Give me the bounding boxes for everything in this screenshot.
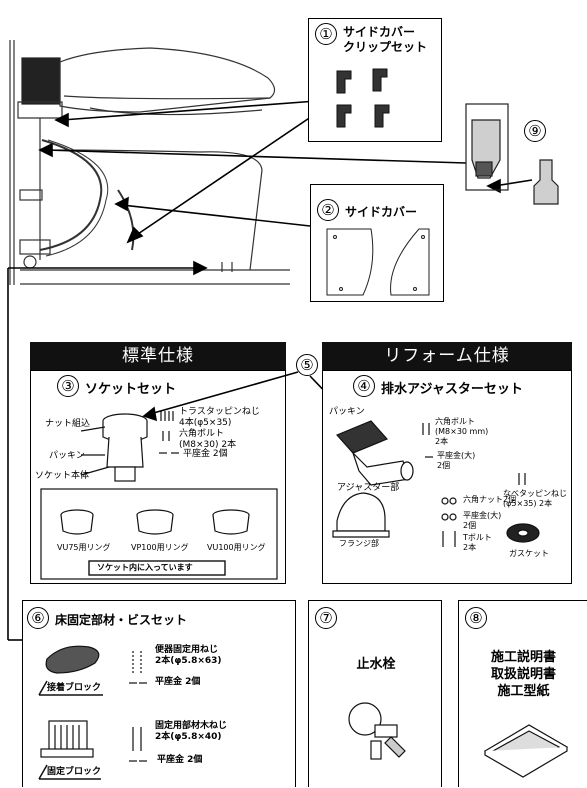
item-8-number: ⑧ [465,607,487,629]
item-1-title: サイドカバー クリップセット [343,25,428,54]
adjuster-label-washer-large: 平座金(大)2個 [437,451,476,470]
socket-illustration [40,411,278,580]
floor-label-adhesive-block: 接着ブロック [47,683,102,693]
box-manuals: ⑧ 施工説明書 取扱説明書 施工型紙 [458,600,587,787]
box-drain-adjuster-set: ④ 排水アジャスターセット パッキン アジャスター部 六角ボルト(M8×30 m… [322,370,572,584]
item-9-number: ⑨ [524,120,546,142]
adjuster-illustration [332,420,540,547]
adjuster-label-flange: フランジ部 [339,539,379,548]
adjuster-label-part: アジャスター部 [337,483,400,493]
floor-fix-illustration [38,645,147,780]
adjuster-label-washer-large-b: 平座金(大)2個 [463,511,502,530]
side-cover-illustration [326,228,430,296]
socket-label-nut: ナット組込 [45,419,91,429]
item-7-title: 止水栓 [356,657,396,672]
box-side-cover: ② サイドカバー [310,184,444,302]
valve-illustration [348,702,406,760]
floor-label-washer-1: 平座金 2個 [155,677,201,687]
manual-illustration [483,724,569,778]
header-reform: リフォーム仕様 [322,342,572,370]
socket-label-washer: 平座金 2個 [183,449,228,459]
item-6-number: ⑥ [27,607,49,629]
item-3-number: ③ [57,375,79,397]
item-6-title: 床固定部材・ビスセット [55,613,188,627]
clip-illustration [336,68,390,128]
adjuster-label-packing: パッキン [329,407,365,417]
ring-caption: ソケット内に入っています [97,563,193,572]
item-8-title: 施工説明書 取扱説明書 施工型紙 [490,650,556,699]
adjuster-label-pan-screw: なべタッピンねじ(φ5×35) 2本 [503,489,567,508]
socket-label-hex-bolt: 六角ボルト(M8×30) 2本 [179,429,237,450]
box-socket-set: ③ ソケットセット ナット組込 パッキン ソケット本体 トラスタッピ [30,370,286,584]
floor-label-washer-2: 平座金 2個 [157,755,203,765]
socket-label-body: ソケット本体 [35,471,90,481]
item-2-number: ② [317,199,339,221]
item-1-number: ① [315,23,337,45]
header-standard: 標準仕様 [30,342,286,370]
adjuster-label-hex-nut: 六角ナット2個 [463,495,517,504]
box-side-cover-clip-set: ① サイドカバー クリップセット [308,18,442,142]
item-4-number: ④ [353,375,375,397]
floor-label-fixing-block: 固定ブロック [47,767,102,777]
adjuster-label-hex-bolt: 六角ボルト(M8×30 mm)2本 [435,417,489,446]
item-4-title: 排水アジャスターセット [381,382,523,397]
ring-label-vu75: VU75用リング [57,543,111,552]
socket-label-packing: パッキン [49,451,85,461]
box-water-stop-valve: ⑦ 止水栓 [308,600,442,787]
item-2-title: サイドカバー [345,205,418,219]
item-7-number: ⑦ [315,607,337,629]
ring-label-vu100: VU100用リング [207,543,266,552]
item-5-number: ⑤ [296,354,318,376]
ring-label-vp100: VP100用リング [131,543,189,552]
adjuster-label-gasket: ガスケット [509,549,549,558]
